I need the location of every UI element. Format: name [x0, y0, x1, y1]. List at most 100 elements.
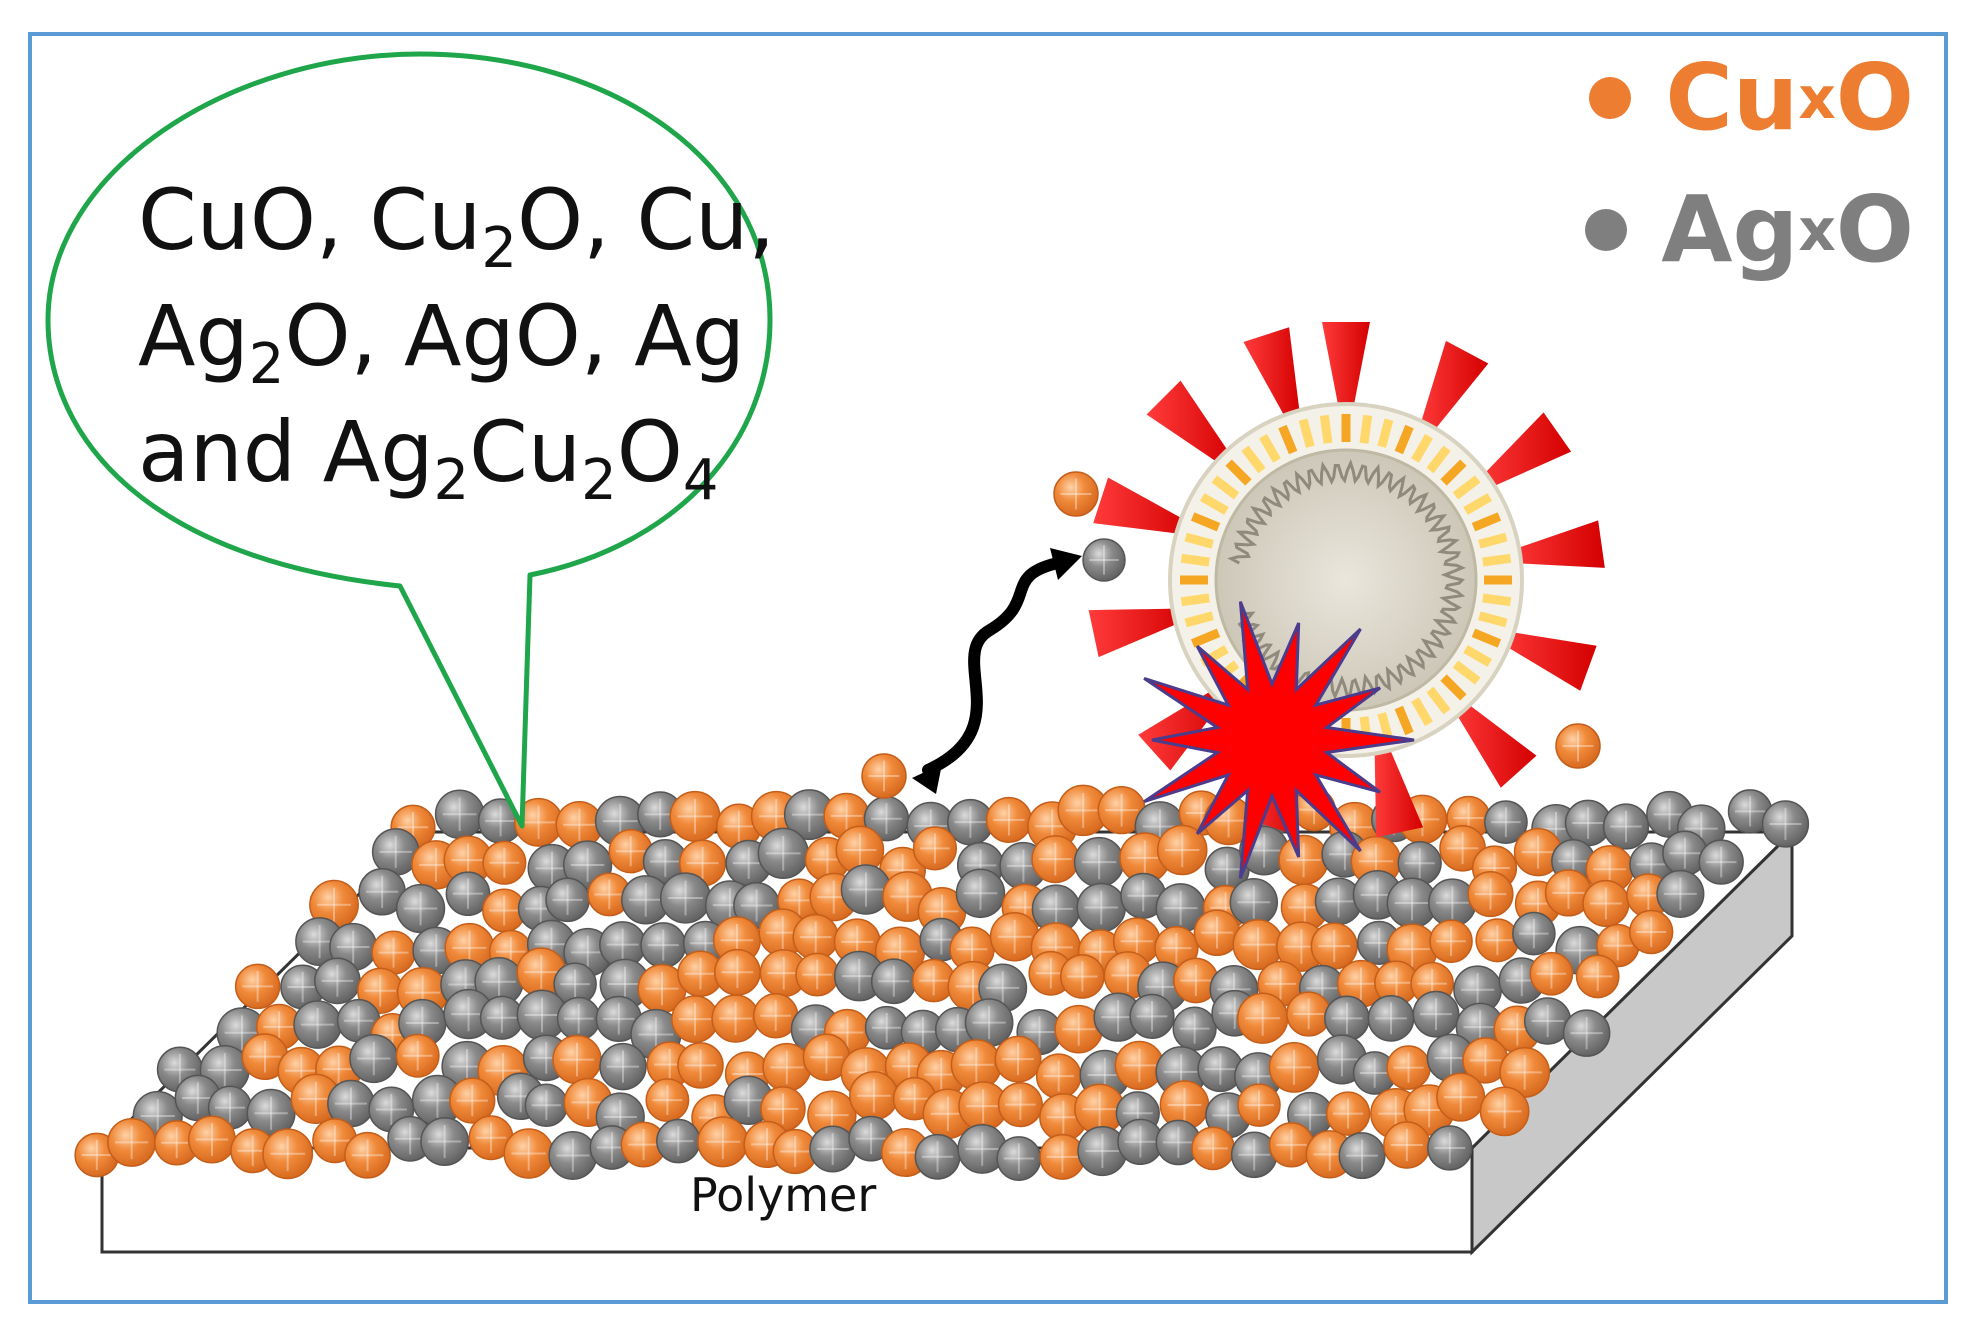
cuxo-particle: [1462, 1037, 1509, 1084]
agxo-particle: [387, 1115, 434, 1162]
cuxo-particle: [1191, 1126, 1236, 1171]
cuxo-particle: [1555, 723, 1601, 769]
agxo-particle: [640, 922, 687, 969]
agxo-particle: [545, 877, 590, 923]
agxo-particle: [420, 1117, 470, 1166]
composition-callout: [45, 51, 773, 829]
cuxo-particle: [1499, 1047, 1551, 1098]
cuxo-particle: [1097, 786, 1146, 835]
diagram-frame: [28, 32, 1948, 1304]
double-arrow-icon: [912, 548, 1082, 794]
cuxo-particle: [795, 952, 840, 997]
agxo-particle: [757, 827, 809, 879]
agxo-particle: [833, 950, 885, 1002]
cuxo-particle: [1232, 919, 1284, 971]
cuxo-particle: [849, 1071, 899, 1121]
cuxo-particle: [620, 1121, 667, 1168]
cuxo-particle: [835, 825, 885, 875]
composition-callout-text: CuO, Cu2O, Cu, Ag2O, AgO, Ag and Ag2Cu2O…: [138, 162, 775, 510]
agxo-particle: [556, 996, 601, 1041]
agxo-particle: [1427, 1125, 1473, 1171]
agxo-particle: [659, 872, 712, 924]
cuxo-particle: [994, 1035, 1042, 1083]
agxo-particle: [1367, 994, 1415, 1042]
cuxo-particle: [760, 1086, 806, 1132]
agxo-particle: [398, 998, 447, 1048]
cuxo-particle: [1060, 954, 1105, 999]
cuxo-particle: [1310, 922, 1358, 970]
cuxo-particle: [637, 964, 687, 1014]
agxo-particle: [1483, 800, 1528, 845]
callout-line-3: and Ag2Cu2O4: [138, 403, 719, 513]
cuxo-particle: [958, 1081, 1009, 1132]
cuxo-particle: [1193, 909, 1241, 957]
agxo-particle: [246, 1088, 296, 1138]
cuxo-dot-icon: [1589, 76, 1632, 119]
cuxo-particle: [711, 994, 760, 1043]
cuxo-particle: [713, 948, 761, 996]
cuxo-particle: [344, 1131, 391, 1179]
agxo-particle: [434, 789, 485, 840]
cuxo-particle: [1383, 1121, 1431, 1169]
callout-line-1: CuO, Cu2O, Cu,: [138, 171, 776, 281]
cuxo-particle: [949, 926, 995, 972]
cuxo-particle: [1237, 1083, 1281, 1127]
agxo-particle: [1073, 836, 1125, 888]
cuxo-particle: [234, 963, 281, 1010]
agxo-particle: [1412, 990, 1460, 1038]
cuxo-particle: [1236, 992, 1289, 1044]
agxo-particle: [1197, 1046, 1244, 1093]
cuxo-particle: [752, 993, 799, 1039]
cuxo-particle: [503, 1128, 554, 1179]
cuxo-particle: [1582, 879, 1630, 928]
agxo-particle: [1656, 869, 1705, 918]
cuxo-particle: [1475, 918, 1520, 963]
agxo-dot-icon: [1585, 208, 1628, 251]
cuxo-particle: [1053, 471, 1099, 517]
cuxo-particle: [468, 1115, 514, 1161]
agxo-particle: [395, 883, 446, 934]
agxo-particle: [349, 1033, 399, 1084]
virus-icon: [1088, 322, 1605, 838]
agxo-particle: [870, 958, 917, 1005]
cuxo-particle: [1479, 1086, 1530, 1137]
burst-icon: [1143, 601, 1415, 879]
cuxo-particle: [1057, 784, 1109, 837]
agxo-particle: [947, 798, 994, 846]
agxo-particle: [524, 1083, 569, 1127]
cuxo-particle: [912, 826, 958, 871]
cuxo-particle: [1156, 824, 1208, 876]
agxo-particle: [656, 1118, 701, 1164]
agxo-particle: [783, 789, 835, 841]
cuxo-particle: [697, 1116, 749, 1168]
agxo-particle: [1229, 877, 1279, 927]
cuxo-particle: [1286, 991, 1332, 1037]
agxo-particle: [1698, 839, 1744, 885]
agxo-particle: [445, 871, 491, 917]
cuxo-particle: [985, 796, 1032, 843]
agxo-particle: [293, 1000, 342, 1049]
cuxo-particle: [1467, 871, 1514, 918]
agxo-particle: [1512, 911, 1556, 956]
agxo-particle: [809, 1125, 857, 1173]
cuxo-particle: [1154, 925, 1199, 971]
agxo-particle: [358, 868, 406, 916]
cuxo-particle: [950, 1039, 1002, 1091]
cuxo-particle: [772, 1128, 818, 1175]
agxo-particle: [1727, 789, 1773, 834]
agxo-particle: [1172, 1006, 1217, 1051]
agxo-particle: [1352, 1051, 1397, 1095]
agxo-particle: [548, 1131, 598, 1180]
agxo-particle: [1562, 1009, 1611, 1057]
cuxo-particle: [309, 879, 359, 930]
cuxo-particle: [1529, 951, 1574, 996]
agxo-particle: [996, 1136, 1042, 1181]
cuxo-particle: [669, 790, 721, 842]
agxo-particle: [1523, 997, 1572, 1045]
cuxo-particle: [482, 840, 527, 885]
cuxo-particle: [645, 1078, 690, 1123]
agxo-particle: [1204, 846, 1250, 892]
callout-line-2: Ag2O, AgO, Ag: [138, 287, 746, 397]
